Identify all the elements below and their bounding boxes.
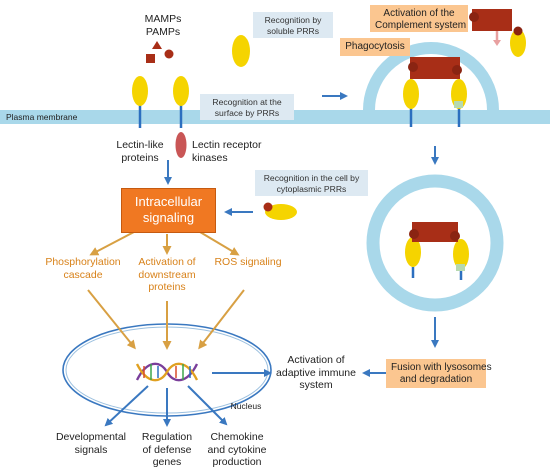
phagocytosis-box: Phagocytosis — [340, 38, 410, 56]
dna-helix — [135, 362, 199, 382]
mamp-square — [146, 54, 155, 63]
arrow-signaling-to-phosphorylation — [89, 231, 135, 256]
intracellular-signaling-box: Intracellular signaling — [121, 188, 216, 233]
mamp-triangle — [152, 41, 162, 49]
cytoplasmic-prr — [263, 202, 297, 220]
arrow-ros-to-nucleus — [198, 289, 245, 350]
soluble-prr — [232, 35, 250, 67]
arrow-phosphorylation-to-nucleus — [87, 289, 136, 350]
plasma-membrane-label: Plasma membrane — [6, 112, 78, 122]
activation-downstream-label: Activation of downstream proteins — [138, 256, 196, 294]
phagocytosis-cup — [363, 42, 499, 111]
lectin-receptor-2 — [173, 76, 189, 158]
cup-receptor-left — [403, 79, 419, 127]
recognition-surface-box: Recognition at the surface by PRRs — [200, 94, 294, 120]
lectin-receptor-kinases-label: Lectin receptor kinases — [192, 139, 262, 164]
chemokine-production-label: Chemokine and cytokine production — [207, 431, 267, 469]
pamps-label: PAMPs — [145, 26, 181, 38]
fusion-lysosomes-box: Fusion with lysosomes and degradation — [386, 359, 492, 388]
arrow-signaling-to-ros — [199, 231, 240, 256]
activation-adaptive-label: Activation of adaptive immune system — [276, 354, 356, 392]
lectin-receptor-1 — [132, 76, 148, 128]
cup-pathogen — [408, 57, 462, 79]
activation-complement-box: Activation of the Complement system — [370, 5, 468, 32]
pamp-circle — [164, 49, 174, 59]
nucleus-label: Nucleus — [230, 401, 262, 411]
mamps-label: MAMPs — [144, 13, 182, 25]
phagosome-contents — [405, 222, 469, 280]
ros-signaling-label: ROS signaling — [214, 256, 282, 268]
arrow-to-developmental — [104, 385, 149, 427]
arrow-to-chemokine — [187, 385, 228, 426]
developmental-signals-label: Developmental signals — [55, 431, 127, 456]
phagosome-ring — [366, 174, 504, 312]
phosphorylation-cascade-label: Phosphorylation cascade — [45, 256, 121, 281]
lectin-receptor-kinase — [175, 132, 187, 158]
regulation-defense-label: Regulation of defense genes — [141, 431, 193, 469]
recognition-cell-box: Recognition in the cell by cytoplasmic P… — [255, 170, 368, 196]
cup-receptor-right — [451, 79, 467, 127]
lectin-like-proteins-label: Lectin-like proteins — [116, 139, 164, 164]
recognition-soluble-box: Recognition by soluble PRRs — [253, 12, 333, 38]
complement-pathogen — [469, 9, 526, 57]
